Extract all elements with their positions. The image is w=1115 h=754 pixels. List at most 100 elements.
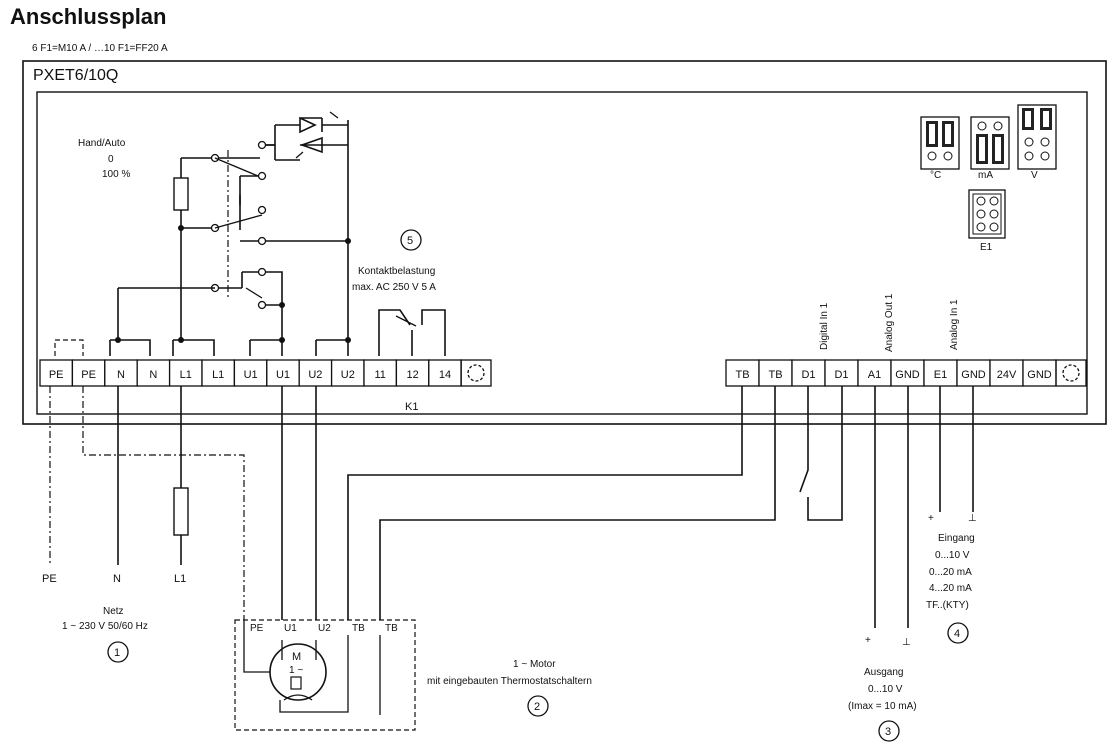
digital-in-label: Digital In 1 [819, 302, 830, 350]
jumper-celsius-label: °C [930, 170, 941, 181]
motor-symbol-sub: 1 ~ [289, 665, 303, 676]
relay-load-label: Kontaktbelastung [358, 266, 435, 277]
terminal-strip-right: TB TB D1 D1 A1 GND E1 GND 24V GND [725, 359, 1057, 387]
terminal-label: PE [49, 369, 64, 381]
page-title: Anschlussplan [10, 4, 167, 29]
input-range-ma4: 4...20 mA [929, 583, 972, 594]
terminal-label: U2 [341, 369, 355, 381]
terminal-label: TB [768, 369, 782, 381]
relay-number: 5 [407, 235, 413, 247]
terminal-label: TB [735, 369, 749, 381]
terminal-label: A1 [868, 369, 881, 381]
internal-wiring [54, 111, 446, 356]
input-minus: ⊥ [968, 513, 977, 524]
terminal-label: U1 [244, 369, 258, 381]
analog-out-label: Analog Out 1 [884, 293, 895, 352]
terminal-label: U2 [308, 369, 322, 381]
terminal-label: 14 [439, 369, 451, 381]
relay-number-badge [400, 229, 422, 251]
device-housing [22, 60, 1107, 425]
terminal-label: GND [1027, 369, 1052, 381]
terminal-block [39, 359, 74, 387]
input-range-volt: 0...10 V [935, 550, 970, 561]
motor-number: 2 [534, 701, 540, 713]
terminal-label: GND [961, 369, 986, 381]
output-plus: + [865, 635, 871, 646]
mains-title: Netz [103, 606, 124, 617]
jumper-volt-icon [1017, 104, 1057, 170]
terminal-block [395, 359, 430, 387]
terminal-label: L1 [212, 369, 224, 381]
motor-number-badge [527, 695, 549, 717]
motor-description: mit eingebauten Thermostatschaltern [427, 676, 592, 687]
terminal-block [363, 359, 398, 387]
terminal-screw-icon [460, 359, 492, 387]
jumper-e1-label: E1 [980, 242, 993, 253]
terminal-label: GND [895, 369, 920, 381]
terminal-block [136, 359, 171, 387]
fuse-icon [173, 177, 189, 211]
device-model: PXET6/10Q [33, 67, 118, 84]
terminal-label: L1 [180, 369, 192, 381]
analog-in-label: Analog In 1 [949, 299, 960, 350]
relay-label: K1 [405, 401, 418, 413]
terminal-block [201, 359, 236, 387]
mains-pe-label: PE [42, 573, 57, 585]
terminal-block [824, 359, 859, 387]
terminal-label: U1 [276, 369, 290, 381]
input-range-ma: 0...20 mA [929, 567, 972, 578]
motor-symbol: M [292, 651, 301, 663]
mains-number-badge [107, 641, 129, 663]
input-title: Eingang [938, 533, 975, 544]
motor-label: 1 ~ Motor [513, 659, 556, 670]
hand-auto-label: Hand/Auto [78, 138, 126, 149]
jumper-ma-label: mA [978, 170, 993, 181]
output-number-badge [878, 720, 900, 742]
terminal-label: N [117, 369, 125, 381]
terminal-label: 11 [374, 369, 385, 381]
terminal-block [857, 359, 892, 387]
motor-terminal-u2: U2 [318, 623, 331, 634]
output-title: Ausgang [864, 667, 903, 678]
terminal-label: 24V [997, 369, 1017, 381]
terminal-strip-left: PE PE N N L1 L1 U1 U1 U2 U2 11 12 14 [39, 359, 462, 387]
motor-icon [243, 620, 381, 715]
external-fuse-icon [173, 487, 189, 536]
mains-l1-label: L1 [174, 573, 186, 585]
fuse-rating: 6 F1=M10 A / …10 F1=FF20 A [32, 43, 168, 54]
relay-load-value: max. AC 250 V 5 A [352, 282, 436, 293]
motor-terminal-pe: PE [250, 623, 264, 634]
hand-auto-full: 100 % [102, 169, 130, 180]
terminal-label: PE [81, 369, 96, 381]
jumper-ma-icon [970, 116, 1010, 170]
terminal-block [725, 359, 760, 387]
pcb-outline [36, 91, 1088, 415]
input-number-badge [947, 622, 969, 644]
motor-terminal-tb2: TB [385, 623, 398, 634]
terminal-label: E1 [934, 369, 947, 381]
terminal-block [428, 359, 462, 387]
terminal-label: 12 [406, 369, 418, 381]
external-wiring [49, 386, 974, 628]
terminal-screw-icon [1055, 359, 1087, 387]
motor-terminal-tb1: TB [352, 623, 365, 634]
jumper-volt-label: V [1031, 170, 1038, 181]
terminal-label: N [149, 369, 157, 381]
mains-n-label: N [113, 573, 121, 585]
jumper-e1-icon [968, 189, 1006, 239]
terminal-label: D1 [834, 369, 848, 381]
input-range-kty: TF..(KTY) [926, 600, 969, 611]
terminal-block [168, 359, 203, 387]
terminal-block [330, 359, 365, 387]
output-imax: (Imax = 10 mA) [848, 701, 917, 712]
mains-spec: 1 ~ 230 V 50/60 Hz [62, 621, 148, 632]
output-number: 3 [885, 726, 891, 738]
input-number: 4 [954, 628, 960, 640]
terminal-block [266, 359, 300, 387]
output-minus: ⊥ [902, 637, 911, 648]
terminal-label: D1 [801, 369, 815, 381]
motor-box [234, 619, 416, 731]
hand-auto-zero: 0 [108, 154, 114, 165]
motor-terminal-u1: U1 [284, 623, 297, 634]
